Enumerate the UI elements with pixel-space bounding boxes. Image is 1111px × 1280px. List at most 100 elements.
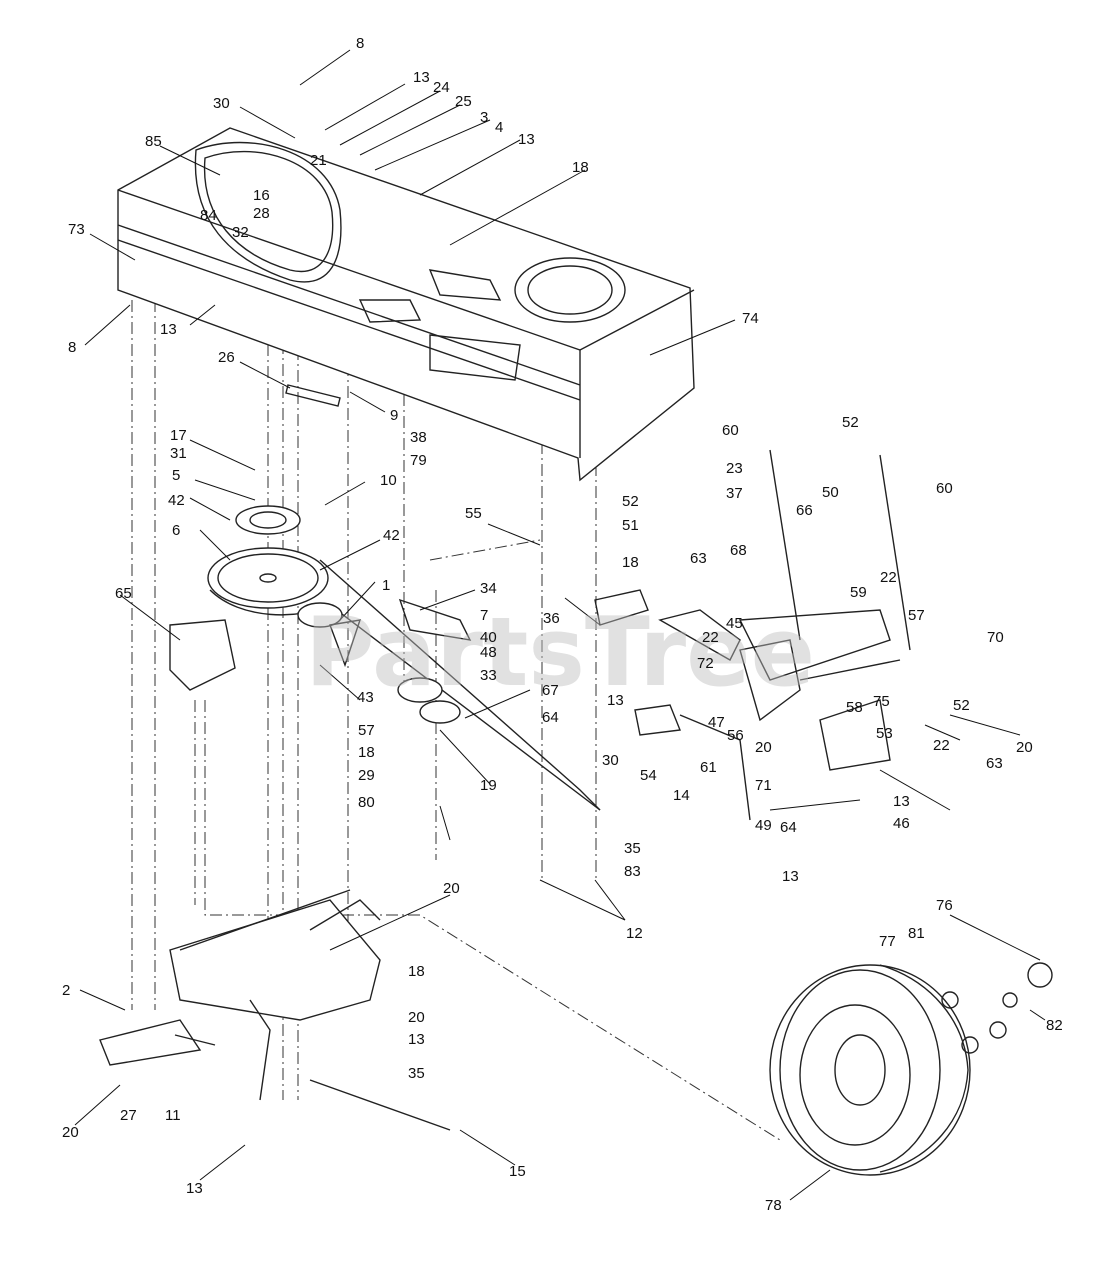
callout-label: 35 xyxy=(408,1065,425,1082)
callout-label: 46 xyxy=(893,815,910,832)
callout-labels: 8 13 24 25 30 3 4 13 85 21 18 16 84 28 7… xyxy=(62,35,1063,1214)
callout-label: 58 xyxy=(846,699,863,716)
callout-label: 32 xyxy=(232,224,249,241)
callout-label: 7 xyxy=(480,607,488,624)
callout-label: 30 xyxy=(213,95,230,112)
callout-label: 47 xyxy=(708,714,725,731)
callout-label: 84 xyxy=(200,207,217,224)
callout-label: 12 xyxy=(626,925,643,942)
callout-label: 63 xyxy=(986,755,1003,772)
callout-label: 10 xyxy=(380,472,397,489)
callout-label: 13 xyxy=(186,1180,203,1197)
callout-label: 6 xyxy=(172,522,180,539)
pulley-assembly xyxy=(169,505,601,811)
callout-label: 65 xyxy=(115,585,132,602)
callout-label: 8 xyxy=(68,339,76,356)
callout-label: 77 xyxy=(879,933,896,950)
callout-label: 27 xyxy=(120,1107,137,1124)
callout-label: 13 xyxy=(518,131,535,148)
transmission-assembly xyxy=(99,889,451,1131)
callout-label: 51 xyxy=(622,517,639,534)
callout-label: 18 xyxy=(622,554,639,571)
callout-label: 60 xyxy=(722,422,739,439)
callout-label: 75 xyxy=(873,693,890,710)
callout-label: 25 xyxy=(455,93,472,110)
callout-label: 18 xyxy=(408,963,425,980)
alignment-lines xyxy=(131,210,781,1141)
callout-label: 52 xyxy=(842,414,859,431)
idler-bracket xyxy=(329,598,472,668)
callout-label: 2 xyxy=(62,982,70,999)
rear-wheel xyxy=(769,964,971,1176)
callout-label: 49 xyxy=(755,817,772,834)
callout-label: 24 xyxy=(433,79,450,96)
callout-label: 35 xyxy=(624,840,641,857)
callout-label: 9 xyxy=(390,407,398,424)
belt-guide xyxy=(285,384,341,407)
callout-label: 17 xyxy=(170,427,187,444)
callout-label: 26 xyxy=(218,349,235,366)
callout-label: 19 xyxy=(480,777,497,794)
callout-label: 57 xyxy=(908,607,925,624)
callout-label: 82 xyxy=(1046,1017,1063,1034)
callout-label: 79 xyxy=(410,452,427,469)
callout-label: 23 xyxy=(726,460,743,477)
callout-label: 64 xyxy=(542,709,559,726)
callout-label: 53 xyxy=(876,725,893,742)
callout-label: 59 xyxy=(850,584,867,601)
pedal-assembly xyxy=(594,449,911,821)
callout-label: 67 xyxy=(542,682,559,699)
callout-label: 76 xyxy=(936,897,953,914)
callout-label: 28 xyxy=(253,205,270,222)
callout-label: 68 xyxy=(730,542,747,559)
callout-label: 31 xyxy=(170,445,187,462)
callout-label: 61 xyxy=(700,759,717,776)
callout-label: 71 xyxy=(755,777,772,794)
callout-label: 18 xyxy=(358,744,375,761)
callout-label: 13 xyxy=(607,692,624,709)
callout-label: 43 xyxy=(357,689,374,706)
callout-label: 22 xyxy=(880,569,897,586)
callout-label: 40 xyxy=(480,629,497,646)
callout-label: 1 xyxy=(382,577,390,594)
callout-label: 13 xyxy=(782,868,799,885)
callout-label: 11 xyxy=(165,1107,181,1124)
callout-label: 66 xyxy=(796,502,813,519)
callout-label: 37 xyxy=(726,485,743,502)
callout-label: 70 xyxy=(987,629,1004,646)
callout-label: 30 xyxy=(602,752,619,769)
callout-label: 33 xyxy=(480,667,497,684)
callout-label: 52 xyxy=(622,493,639,510)
callout-label: 56 xyxy=(727,727,744,744)
callout-label: 16 xyxy=(253,187,270,204)
callout-label: 81 xyxy=(908,925,925,942)
callout-label: 57 xyxy=(358,722,375,739)
callout-label: 18 xyxy=(572,159,589,176)
main-frame xyxy=(117,127,695,482)
callout-label: 48 xyxy=(480,644,497,661)
callout-label: 60 xyxy=(936,480,953,497)
callout-label: 42 xyxy=(168,492,185,509)
callout-label: 80 xyxy=(358,794,375,811)
callout-label: 15 xyxy=(509,1163,526,1180)
wheel-hardware xyxy=(941,962,1053,1054)
callout-label: 85 xyxy=(145,133,162,150)
callout-label: 4 xyxy=(495,119,503,136)
callout-label: 13 xyxy=(413,69,430,86)
callout-label: 21 xyxy=(310,152,327,169)
callout-label: 29 xyxy=(358,767,375,784)
callout-label: 13 xyxy=(893,793,910,810)
callout-label: 34 xyxy=(480,580,497,597)
leader-lines xyxy=(74,49,1046,1201)
callout-label: 20 xyxy=(62,1124,79,1141)
callout-label: 63 xyxy=(690,550,707,567)
callout-label: 22 xyxy=(933,737,950,754)
callout-label: 3 xyxy=(480,109,488,126)
callout-label: 36 xyxy=(543,610,560,627)
callout-label: 73 xyxy=(68,221,85,238)
callout-label: 20 xyxy=(408,1009,425,1026)
watermark: PartsTree xyxy=(305,598,815,708)
callout-label: 13 xyxy=(160,321,177,338)
callout-label: 20 xyxy=(443,880,460,897)
